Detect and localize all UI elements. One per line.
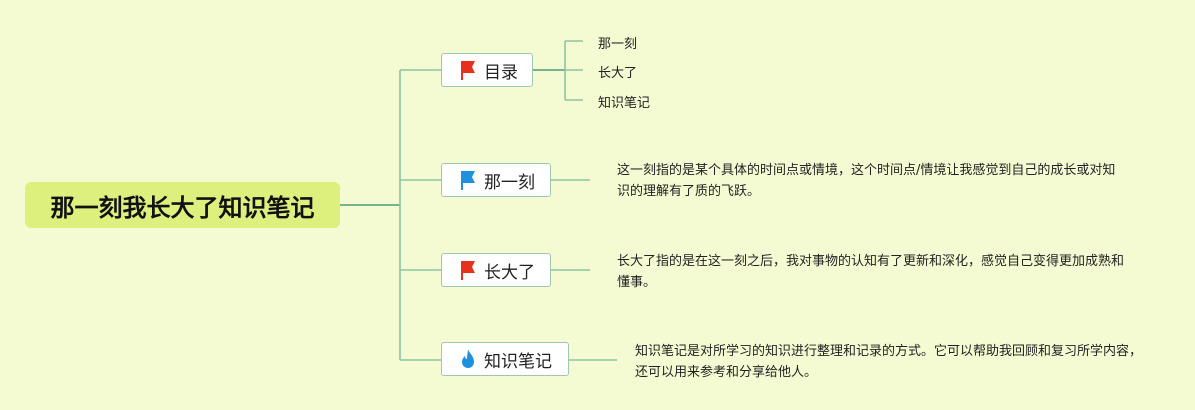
- topic-grown-up[interactable]: 长大了: [441, 253, 551, 287]
- toc-item[interactable]: 知识笔记: [598, 96, 651, 111]
- blue-flag-icon: [461, 171, 475, 190]
- root-topic[interactable]: 那一刻我长大了知识笔记: [25, 182, 340, 228]
- topic-label: 目录: [484, 62, 518, 83]
- toc-item[interactable]: 长大了: [598, 66, 638, 81]
- topic-toc[interactable]: 目录: [441, 53, 533, 87]
- topic-description: 知识笔记是对所学习的知识进行整理和记录的方式。它可以帮助我回顾和复习所学内容，还…: [635, 344, 1143, 380]
- red-flag-icon: [461, 61, 475, 80]
- topic-label: 知识笔记: [484, 351, 552, 372]
- topic-notes[interactable]: 知识笔记: [441, 342, 569, 376]
- red-flag-icon: [461, 261, 475, 280]
- topic-label: 长大了: [484, 262, 535, 283]
- topic-description: 这一刻指的是某个具体的时间点或情境，这个时间点/情境让我感觉到自己的成长或对知识…: [617, 163, 1116, 199]
- root-title: 那一刻我长大了知识笔记: [50, 193, 315, 222]
- topic-moment[interactable]: 那一刻: [441, 163, 551, 197]
- topic-description: 长大了指的是在这一刻之后，我对事物的认知有了更新和深化，感觉自己变得更加成熟和懂…: [617, 254, 1125, 290]
- fire-icon: [462, 349, 474, 368]
- toc-item[interactable]: 那一刻: [598, 37, 638, 52]
- topic-label: 那一刻: [484, 172, 535, 193]
